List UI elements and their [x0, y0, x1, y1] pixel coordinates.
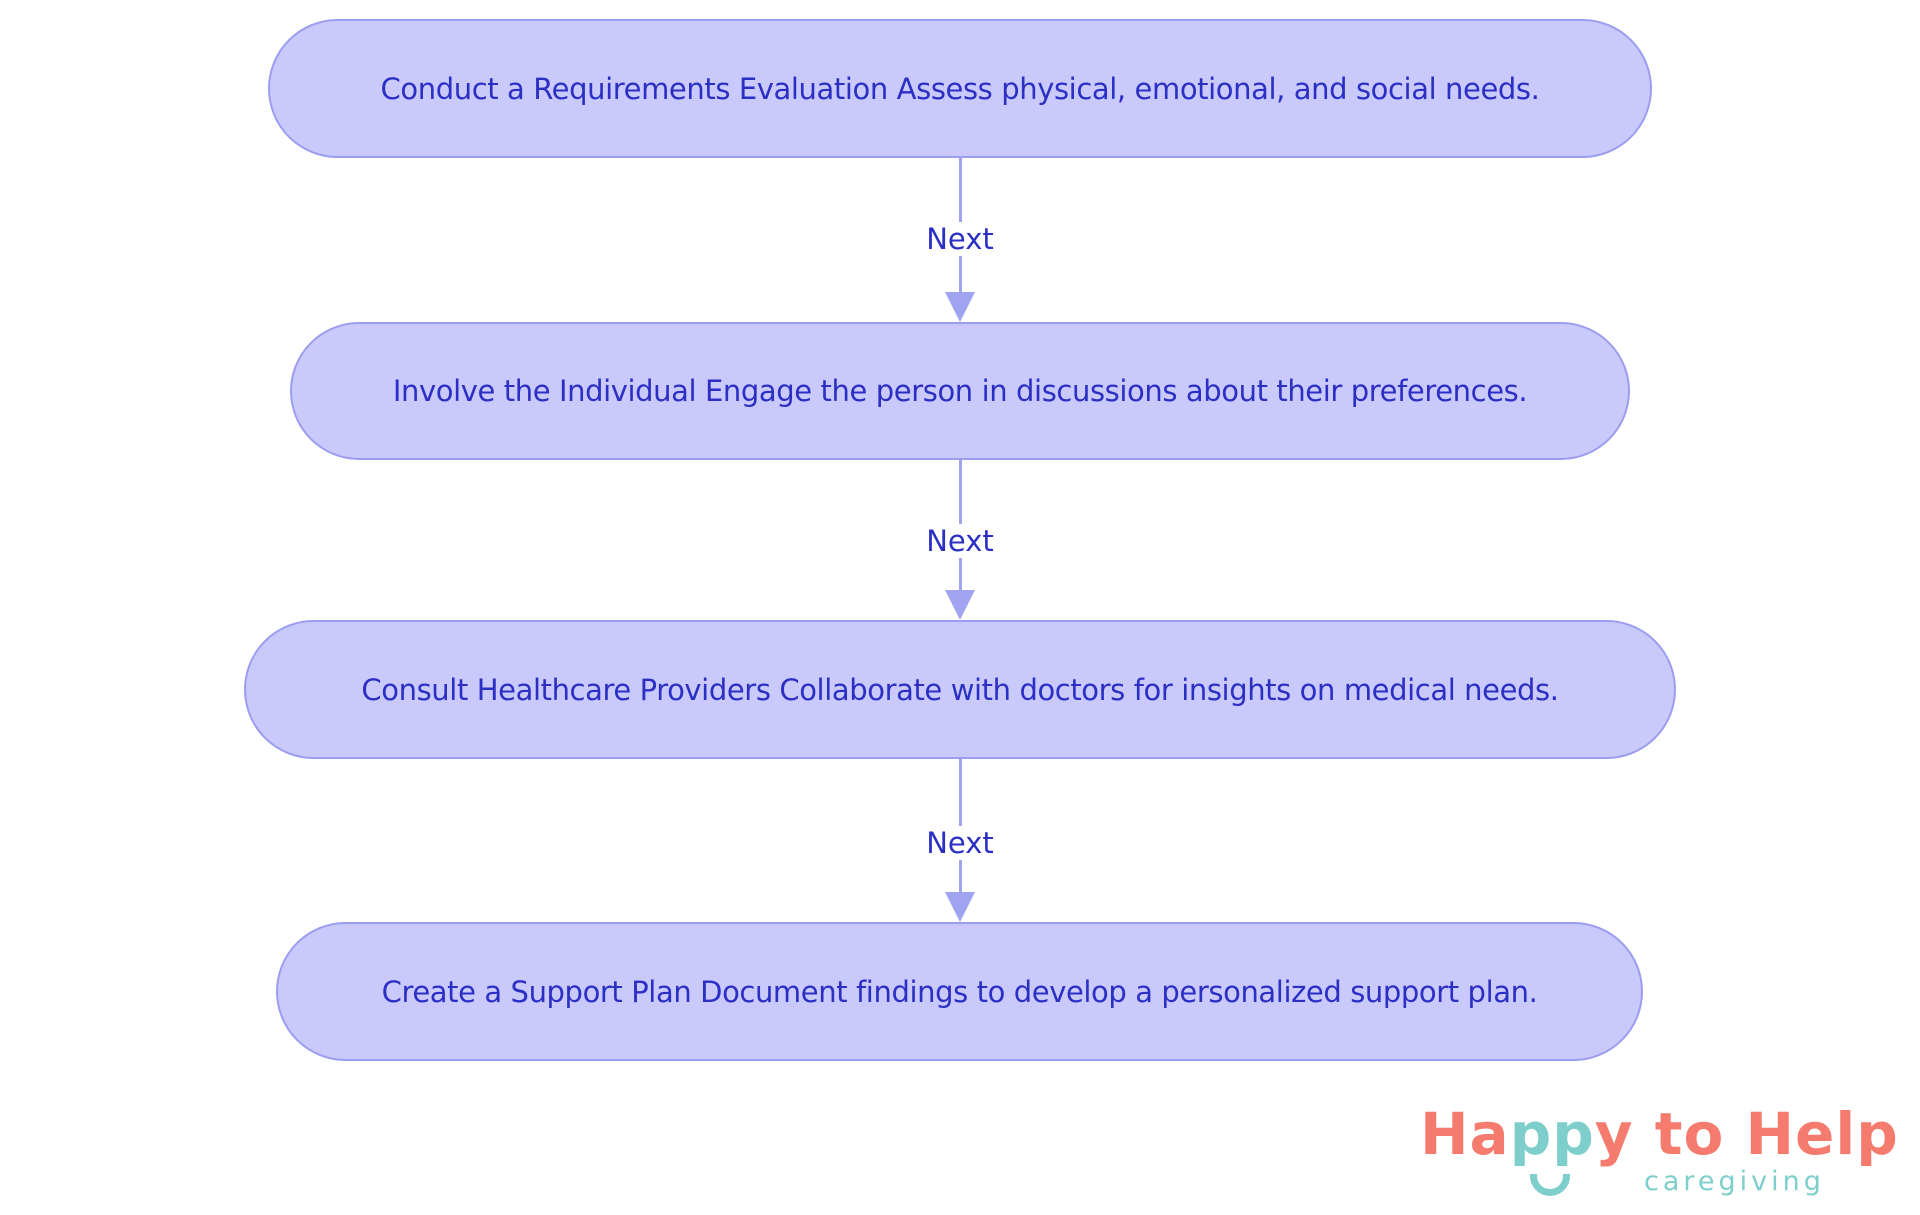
logo-text-ha: Ha — [1420, 1100, 1510, 1168]
flow-node-requirements-evaluation: Conduct a Requirements Evaluation Assess… — [268, 19, 1652, 158]
arrow-head-icon — [945, 590, 975, 620]
smile-icon — [1530, 1174, 1570, 1196]
node-label: Conduct a Requirements Evaluation Assess… — [380, 71, 1540, 106]
arrow-head-icon — [945, 892, 975, 922]
edge-label: Next — [900, 826, 1020, 860]
node-label: Involve the Individual Engage the person… — [392, 374, 1528, 408]
flow-node-consult-providers: Consult Healthcare Providers Collaborate… — [244, 620, 1676, 759]
flow-node-create-support-plan: Create a Support Plan Document findings … — [276, 922, 1643, 1061]
logo-text-pp: pp — [1509, 1100, 1595, 1168]
node-label: Consult Healthcare Providers Collaborate… — [361, 672, 1559, 707]
flow-node-involve-individual: Involve the Individual Engage the person… — [290, 322, 1630, 460]
logo-subtitle: caregiving — [1644, 1166, 1825, 1197]
node-label: Create a Support Plan Document findings … — [381, 974, 1538, 1009]
logo-text-rest: y to Help — [1594, 1100, 1899, 1168]
edge-label: Next — [900, 222, 1020, 256]
arrow-head-icon — [945, 292, 975, 322]
logo-wordmark: Happy to Help — [1420, 1100, 1899, 1168]
edge-label: Next — [900, 524, 1020, 558]
happy-to-help-logo: Happy to Help caregiving — [1420, 1100, 1898, 1210]
